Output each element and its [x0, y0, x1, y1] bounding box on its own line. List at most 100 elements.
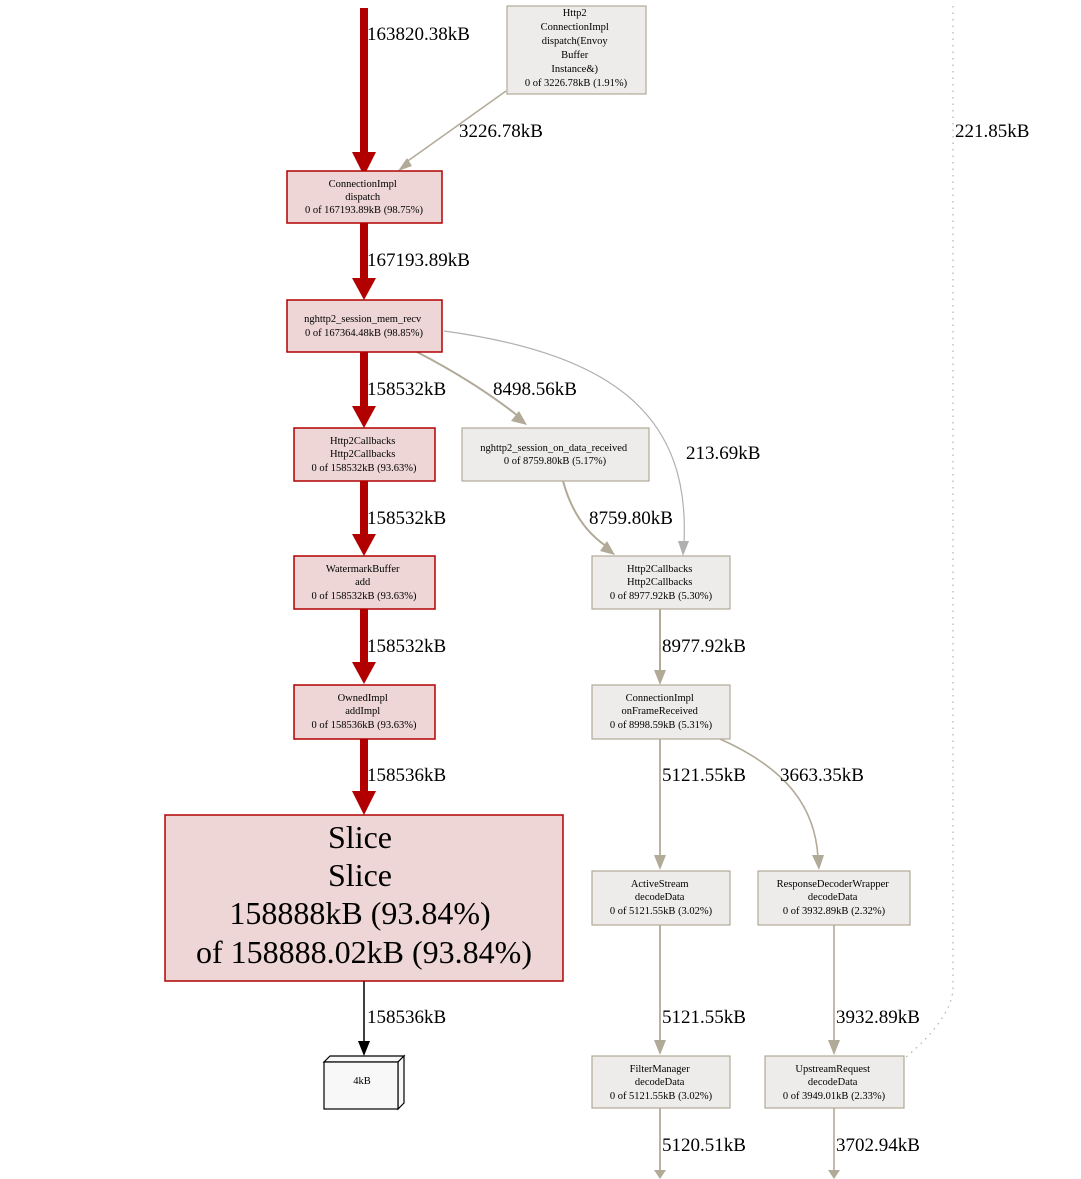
arrowhead — [654, 1040, 666, 1055]
edge-label: 213.69kB — [686, 443, 760, 464]
edge-side-callbacks-to-frame: 8977.92kB — [654, 609, 746, 685]
arrowhead — [352, 662, 376, 684]
node-box — [757, 870, 911, 926]
node-box — [506, 5, 647, 95]
node-box — [591, 684, 731, 740]
node-line: FilterManager — [630, 1064, 691, 1075]
node-line: Instance&) — [551, 64, 598, 75]
edge-label: 8977.92kB — [662, 636, 746, 657]
edge-on-data-to-side-callbacks: 8759.80kB — [562, 480, 673, 555]
node-line: Slice — [328, 819, 392, 855]
node-line: 0 of 167193.89kB (98.75%) — [305, 205, 424, 216]
arrowhead — [654, 1170, 666, 1179]
edge-label: 5121.55kB — [662, 765, 746, 786]
svg-text:ConnectionImpl dispatc: ConnectionImpl dispatch 0 of 167193.89kB… — [305, 179, 424, 216]
node-line: Http2 — [563, 8, 587, 19]
node-http2callbacks-side[interactable]: Http2Callbacks Http2Callbacks 0 of 8977.… — [591, 555, 731, 610]
edge-dotted-right: 221.85kB — [904, 6, 1029, 1059]
node-owned-addimpl[interactable]: OwnedImpl addImpl 0 of 158536kB (93.63%) — [293, 684, 436, 740]
node-line: decodeData — [808, 1077, 858, 1088]
svg-text:UpstreamRequest decode: UpstreamRequest decodeData 0 of 3949.01k… — [783, 1064, 886, 1102]
arrowhead — [654, 670, 666, 685]
node-box-4kb[interactable]: 4kB — [322, 1054, 406, 1111]
node-line: 0 of 158532kB (93.63%) — [312, 591, 417, 602]
node-line: addImpl — [345, 706, 380, 717]
node-line: dispatch — [345, 192, 381, 203]
node-filter-manager[interactable]: FilterManager decodeData 0 of 5121.55kB … — [591, 1055, 731, 1109]
arrowhead — [828, 1040, 840, 1055]
node-line: Http2Callbacks — [627, 564, 692, 575]
edge-label: 167193.89kB — [367, 250, 470, 271]
edge-watermark-to-owned: 158532kB — [352, 609, 446, 684]
edge-recv-to-callbacks: 158532kB — [352, 352, 446, 428]
edge-filter-out: 5120.51kB — [654, 1108, 746, 1179]
arrowhead — [352, 152, 376, 176]
edge-label: 3932.89kB — [836, 1007, 920, 1028]
box-front-face — [323, 1061, 399, 1110]
node-line: 0 of 5121.55kB (3.02%) — [610, 1091, 713, 1102]
arrowhead — [352, 791, 376, 815]
node-box — [591, 555, 731, 610]
node-on-frame-received[interactable]: ConnectionImpl onFrameReceived 0 of 8998… — [591, 684, 731, 740]
node-upstream-request[interactable]: UpstreamRequest decodeData 0 of 3949.01k… — [764, 1055, 905, 1109]
node-connection-dispatch[interactable]: ConnectionImpl dispatch 0 of 167193.89kB… — [286, 170, 443, 224]
node-line: add — [355, 577, 371, 588]
node-box — [164, 814, 564, 982]
box-label: 4kB — [353, 1076, 371, 1087]
edge-line — [416, 351, 519, 417]
node-line: 0 of 158532kB (93.63%) — [312, 463, 417, 474]
edge-label: 5121.55kB — [662, 1007, 746, 1028]
arrowhead — [678, 541, 689, 556]
edge-dispatch-to-recv: 167193.89kB — [352, 223, 470, 300]
node-line: 0 of 167364.48kB (98.85%) — [305, 328, 424, 339]
svg-text:Http2Callbacks Http2Ca: Http2Callbacks Http2Callbacks 0 of 15853… — [312, 436, 417, 474]
node-active-stream[interactable]: ActiveStream decodeData 0 of 5121.55kB (… — [591, 870, 731, 926]
svg-text:WatermarkBuffer add: WatermarkBuffer add 0 of 158532kB (93.63… — [312, 564, 417, 602]
node-http2callbacks-main[interactable]: Http2Callbacks Http2Callbacks 0 of 15853… — [293, 427, 436, 482]
node-watermark-add[interactable]: WatermarkBuffer add 0 of 158532kB (93.63… — [293, 555, 436, 610]
edge-label: 8759.80kB — [589, 508, 673, 529]
node-line: 0 of 8977.92kB (5.30%) — [610, 591, 713, 602]
node-line: decodeData — [808, 892, 858, 903]
node-box — [461, 427, 650, 482]
nodes: Http2 ConnectionImpl dispatch(Envoy Buff… — [164, 5, 911, 1111]
edge-response-to-upstream: 3932.89kB — [828, 925, 920, 1055]
edge-line — [904, 6, 954, 1059]
edge-label: 158532kB — [367, 508, 446, 529]
svg-text:ResponseDecoderWrapper: ResponseDecoderWrapper decodeData 0 of 3… — [777, 879, 892, 917]
node-http2-dispatch[interactable]: Http2 ConnectionImpl dispatch(Envoy Buff… — [506, 5, 647, 95]
node-line: ConnectionImpl — [329, 179, 397, 190]
svg-text:FilterManager decodeDa: FilterManager decodeData 0 of 5121.55kB … — [610, 1064, 713, 1102]
node-line: 0 of 3949.01kB (2.33%) — [783, 1091, 886, 1102]
node-line: decodeData — [635, 892, 685, 903]
edge-owned-to-slice: 158536kB — [352, 739, 446, 815]
node-line: 0 of 3226.78kB (1.91%) — [525, 78, 628, 89]
node-line: 0 of 3932.89kB (2.32%) — [783, 906, 886, 917]
edge-recv-to-side-callbacks: 213.69kB — [443, 330, 760, 556]
svg-text:ActiveStream decodeDat: ActiveStream decodeData 0 of 5121.55kB (… — [610, 879, 713, 917]
edge-callbacks-to-watermark: 158532kB — [352, 481, 446, 556]
node-mem-recv[interactable]: nghttp2_session_mem_recv 0 of 167364.48k… — [286, 299, 443, 353]
edge-upstream-out: 3702.94kB — [828, 1108, 920, 1179]
edge-line — [719, 738, 819, 858]
node-box — [286, 170, 443, 224]
arrowhead — [654, 855, 666, 870]
node-line: ConnectionImpl — [541, 22, 609, 33]
arrowhead — [398, 158, 412, 171]
svg-text:Http2Callbacks Http2Ca: Http2Callbacks Http2Callbacks 0 of 8977.… — [610, 564, 713, 602]
edge-label: 3663.35kB — [780, 765, 864, 786]
node-response-decoder[interactable]: ResponseDecoderWrapper decodeData 0 of 3… — [757, 870, 911, 926]
edges: 163820.38kB 3226.78kB 221.85kB 167193.89… — [352, 6, 1029, 1179]
node-box — [764, 1055, 905, 1109]
edge-line — [443, 330, 685, 544]
node-box — [591, 1055, 731, 1109]
node-on-data-received[interactable]: nghttp2_session_on_data_received 0 of 87… — [461, 427, 650, 482]
node-box — [293, 427, 436, 482]
node-box — [286, 299, 443, 353]
node-slice[interactable]: Slice Slice 158888kB (93.84%) of 158888.… — [164, 814, 564, 982]
edge-label: 158536kB — [367, 765, 446, 786]
node-line: decodeData — [635, 1077, 685, 1088]
node-box — [293, 684, 436, 740]
node-line: Http2Callbacks — [627, 577, 692, 588]
